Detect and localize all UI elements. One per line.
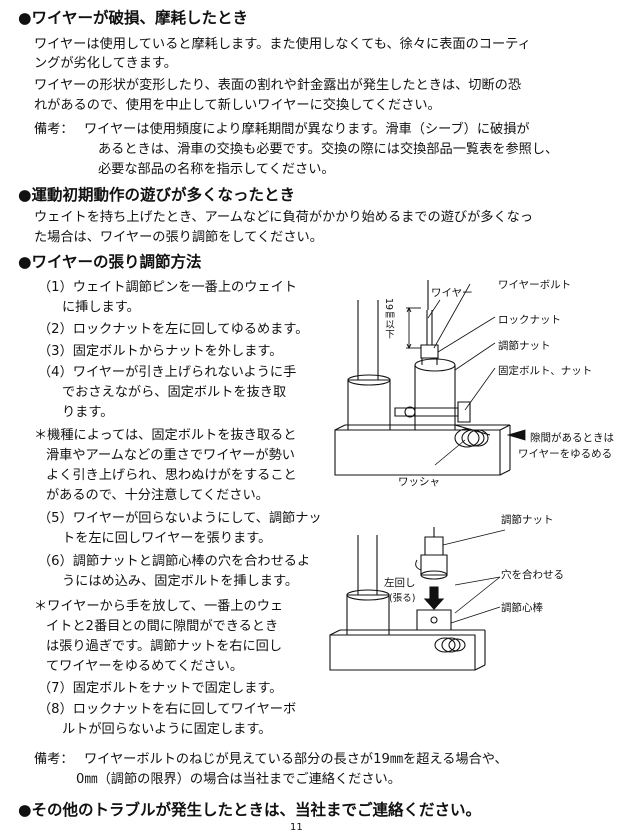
- adjust-rod: [416, 609, 452, 631]
- rotate-arrow-icon: [415, 559, 422, 571]
- caution-line: 滑車やアームなどの重さでワイヤーが勢い: [46, 448, 295, 463]
- note-line: 必要な部品の名称を指示してください。: [98, 162, 335, 177]
- dimension-marker: [406, 306, 421, 350]
- note-line: あるときは、滑車の交換も必要です。交換の際には交換部品一覧表を参照し、: [98, 142, 559, 157]
- adjust-nut-diagram: [329, 527, 506, 671]
- paragraph-line: ウェイトを持ち上げたとき、アームなどに負荷がかかり始めるまでの遊びが多くなっ: [34, 210, 534, 225]
- washer-coil: [454, 424, 491, 448]
- down-arrow-icon: [423, 586, 445, 610]
- section-heading-wire-damage: ●ワイヤーが破損、摩耗したとき: [18, 9, 249, 27]
- step-line: （8）ロックナットを右に回してワイヤーボ: [38, 702, 297, 717]
- caution-line: てワイヤーをゆるめてください。: [46, 659, 244, 674]
- step-line: （4）ワイヤーが引き上げられないように手: [38, 365, 297, 380]
- paragraph-line: れがあるので、使用を中止して新しいワイヤーに交換してください。: [34, 98, 441, 113]
- diagram-label: 左回し: [384, 577, 416, 589]
- top-weight-plate: [329, 629, 486, 671]
- diagram-label: ワイヤーボルト: [498, 279, 572, 291]
- step-line: に挿します。: [62, 300, 140, 315]
- fixed-bolt: [394, 401, 471, 423]
- diagram-dimension-label: 19㎜以下: [383, 298, 394, 339]
- caution-line: イトと2番目との間に隙間ができるとき: [46, 619, 279, 634]
- wire-bolt-diagram: [334, 280, 526, 476]
- caution-line: ＊機種によっては、固定ボルトを抜き取ると: [34, 428, 297, 443]
- adjust-nut: [420, 527, 448, 580]
- weight-block: [346, 589, 390, 636]
- step-line: （3）固定ボルトからナットを外します。: [38, 344, 283, 359]
- wire-rod: [426, 280, 433, 345]
- gap-arrow-icon: [506, 429, 526, 441]
- step-line: うにはめ込み、固定ボルトを挿します。: [62, 574, 299, 589]
- step-line: （6）調節ナットと調節心棒の穴を合わせるよ: [38, 554, 311, 569]
- diagram-label: 穴を合わせる: [501, 569, 564, 581]
- note-line: 0㎜（調節の限界）の場合は当社までご連絡ください。: [76, 772, 401, 787]
- lock-nut: [420, 344, 439, 359]
- section-heading-tension-adjustment: ●ワイヤーの張り調節方法: [18, 253, 202, 271]
- diagram-label: ロックナット: [498, 314, 561, 326]
- leader-lines: [427, 283, 496, 466]
- section-heading-initial-play: ●運動初期動作の遊びが多くなったとき: [18, 186, 296, 204]
- page-number: 11: [290, 822, 303, 833]
- step-line: トを左に回しワイヤーを張ります。: [62, 531, 272, 546]
- frame-post: [357, 535, 378, 595]
- top-weight-plate: [334, 424, 511, 476]
- paragraph-line: ングが劣化してきます。: [34, 56, 177, 71]
- diagram-label: 調節ナット: [498, 340, 551, 352]
- step-line: ります。: [62, 405, 114, 420]
- paragraph-line: ワイヤーは使用していると摩耗します。また使用しなくても、徐々に表面のコーティ: [34, 37, 531, 52]
- diagram-label: ワッシャ: [398, 476, 440, 488]
- note-line: ワイヤーは使用頻度により摩耗期間が異なります。滑車（シーブ）に破損が: [84, 122, 530, 137]
- paragraph-line: た場合は、ワイヤーの張り調節をしてください。: [34, 230, 323, 245]
- footer-heading: ●その他のトラブルが発生したときは、当社までご連絡ください。: [18, 801, 482, 819]
- diagram-label: ワイヤー: [431, 287, 473, 299]
- caution-line: よく引き上げられ、思わぬけがをすること: [46, 468, 297, 483]
- weight-block: [347, 374, 391, 431]
- step-line: （1）ウェイト調節ピンを一番上のウェイト: [38, 280, 297, 295]
- note-label: 備考：: [34, 752, 74, 767]
- paragraph-line: ワイヤーの形状が変形したり、表面の割れや針金露出が発生したときは、切断の恐: [34, 78, 522, 93]
- step-line: （5）ワイヤーが回らないようにして、調節ナッ: [38, 511, 322, 526]
- diagram-label: 隙間があるときは: [530, 432, 614, 444]
- diagram-label: 調節ナット: [501, 514, 554, 526]
- step-line: （2）ロックナットを左に回してゆるめます。: [38, 322, 309, 337]
- washer-coil: [434, 637, 466, 653]
- step-line: （7）固定ボルトをナットで固定します。: [38, 681, 283, 696]
- step-line: でおさえながら、固定ボルトを抜き取: [62, 385, 287, 400]
- leader-lines: [442, 529, 506, 624]
- frame-post: [357, 300, 379, 380]
- adjust-cylinder: [414, 358, 456, 431]
- caution-line: があるので、十分注意してください。: [46, 488, 269, 503]
- diagram-label: (張る): [389, 593, 416, 604]
- diagram-label: 調節心棒: [501, 602, 543, 614]
- step-line: ルトが回らないように固定します。: [62, 722, 272, 737]
- note-line: ワイヤーボルトのねじが見えている部分の長さが19㎜を超える場合や、: [84, 752, 508, 767]
- caution-line: は張り過ぎです。調節ナットを右に回し: [46, 639, 283, 654]
- caution-line: ＊ワイヤーから手を放して、一番上のウェ: [34, 599, 284, 614]
- diagram-label: 固定ボルト、ナット: [498, 365, 593, 377]
- diagram-label: ワイヤーをゆるめる: [518, 448, 613, 460]
- note-label: 備考：: [34, 122, 74, 137]
